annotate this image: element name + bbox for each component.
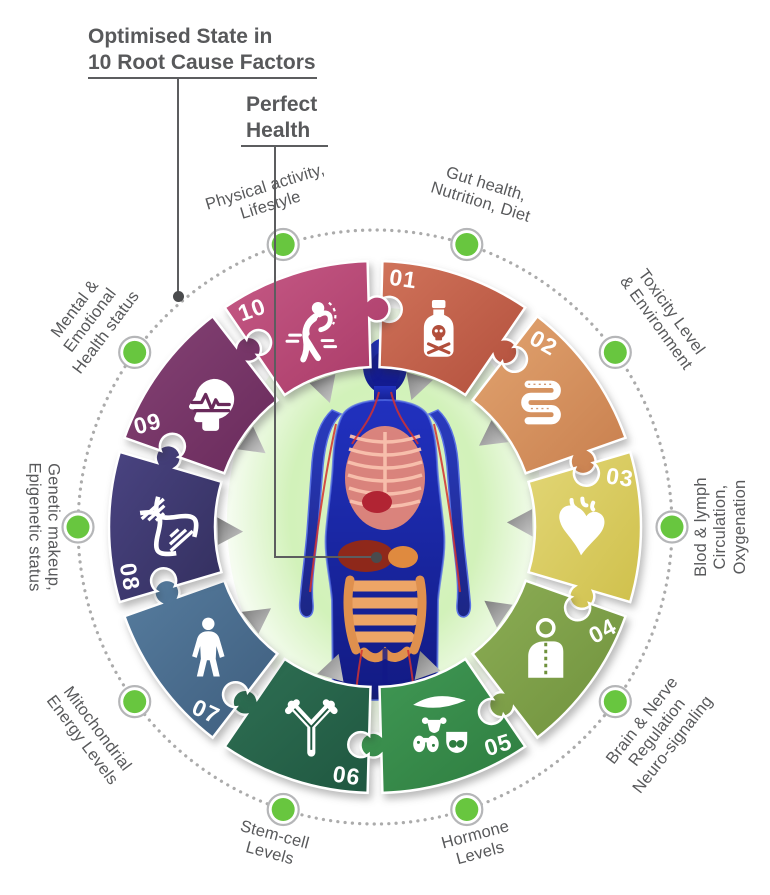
dna-icon [139,496,199,557]
factor-label-08: Genetic makeup,Epigenetic status [24,462,63,592]
title-line-1: Optimised State in [88,25,273,48]
perfect-health-underline [241,145,328,147]
poison-bottle-icon [423,300,454,357]
inward-arrow [484,600,513,628]
milestone-dot-07 [118,684,152,719]
perfect-health-label: Perfect Health [246,92,317,144]
milestone-dot-05 [450,792,484,827]
piece-number-06: 06 [331,761,362,791]
puzzle-piece-08 [107,443,224,604]
factor-label-line: Epigenetic status [25,462,43,592]
piece-number-08: 08 [115,561,145,593]
factor-label-line: Genetic makeup, [44,463,63,591]
perfect-health-leader-vertical [274,147,276,558]
title-line-2: 10 Root Cause Factors [88,51,316,74]
factor-label-line: Circulation, [711,484,730,570]
milestone-dot-10 [266,227,300,262]
milestone-dot-06 [266,792,300,827]
inward-arrow [479,420,509,446]
inward-arrow [217,517,244,545]
heart-icon [559,496,605,556]
factor-label-line: Oxygenation [730,479,749,575]
perfect-health-leader-horizontal [274,556,374,558]
piece-number-01: 01 [388,264,419,294]
exercise-icon [285,301,338,363]
inward-arrow [406,372,433,401]
glands-icon [413,696,468,753]
perfect-health-line-2: Health [246,119,311,142]
milestone-dot-04 [598,684,632,719]
perfect-health-leader-dot [371,552,382,563]
factor-label-line: Blod & lymph [691,477,710,577]
inward-arrow [317,653,344,682]
perfect-health-line-1: Perfect [246,93,318,116]
inward-arrow [241,608,271,634]
piece-icons [139,300,605,757]
inward-arrow [414,651,441,680]
title-leader-line [177,79,179,292]
inward-arrow [506,509,533,537]
inward-arrow [237,426,266,454]
inward-arrow [309,374,336,403]
human-anatomy-figure [298,338,472,701]
antibody-icon [284,699,338,757]
spine-icon [528,617,564,678]
inward-arrows [217,372,533,682]
puzzle-piece-06 [222,657,372,795]
title-leader-dot [173,291,184,302]
head-pulse-icon [188,378,235,431]
milestone-dot-02 [598,335,632,369]
title-underline [88,77,317,79]
piece-number-03: 03 [605,462,636,492]
milestone-dot-01 [450,227,484,262]
milestone-dot-08 [61,510,95,544]
milestone-dot-03 [655,510,689,544]
puzzle-piece-05 [359,657,528,795]
milestone-dot-09 [118,335,152,369]
intestine-icon [521,380,561,425]
body-icon [192,617,225,677]
diagram-title: Optimised State in 10 Root Cause Factors [88,24,316,76]
